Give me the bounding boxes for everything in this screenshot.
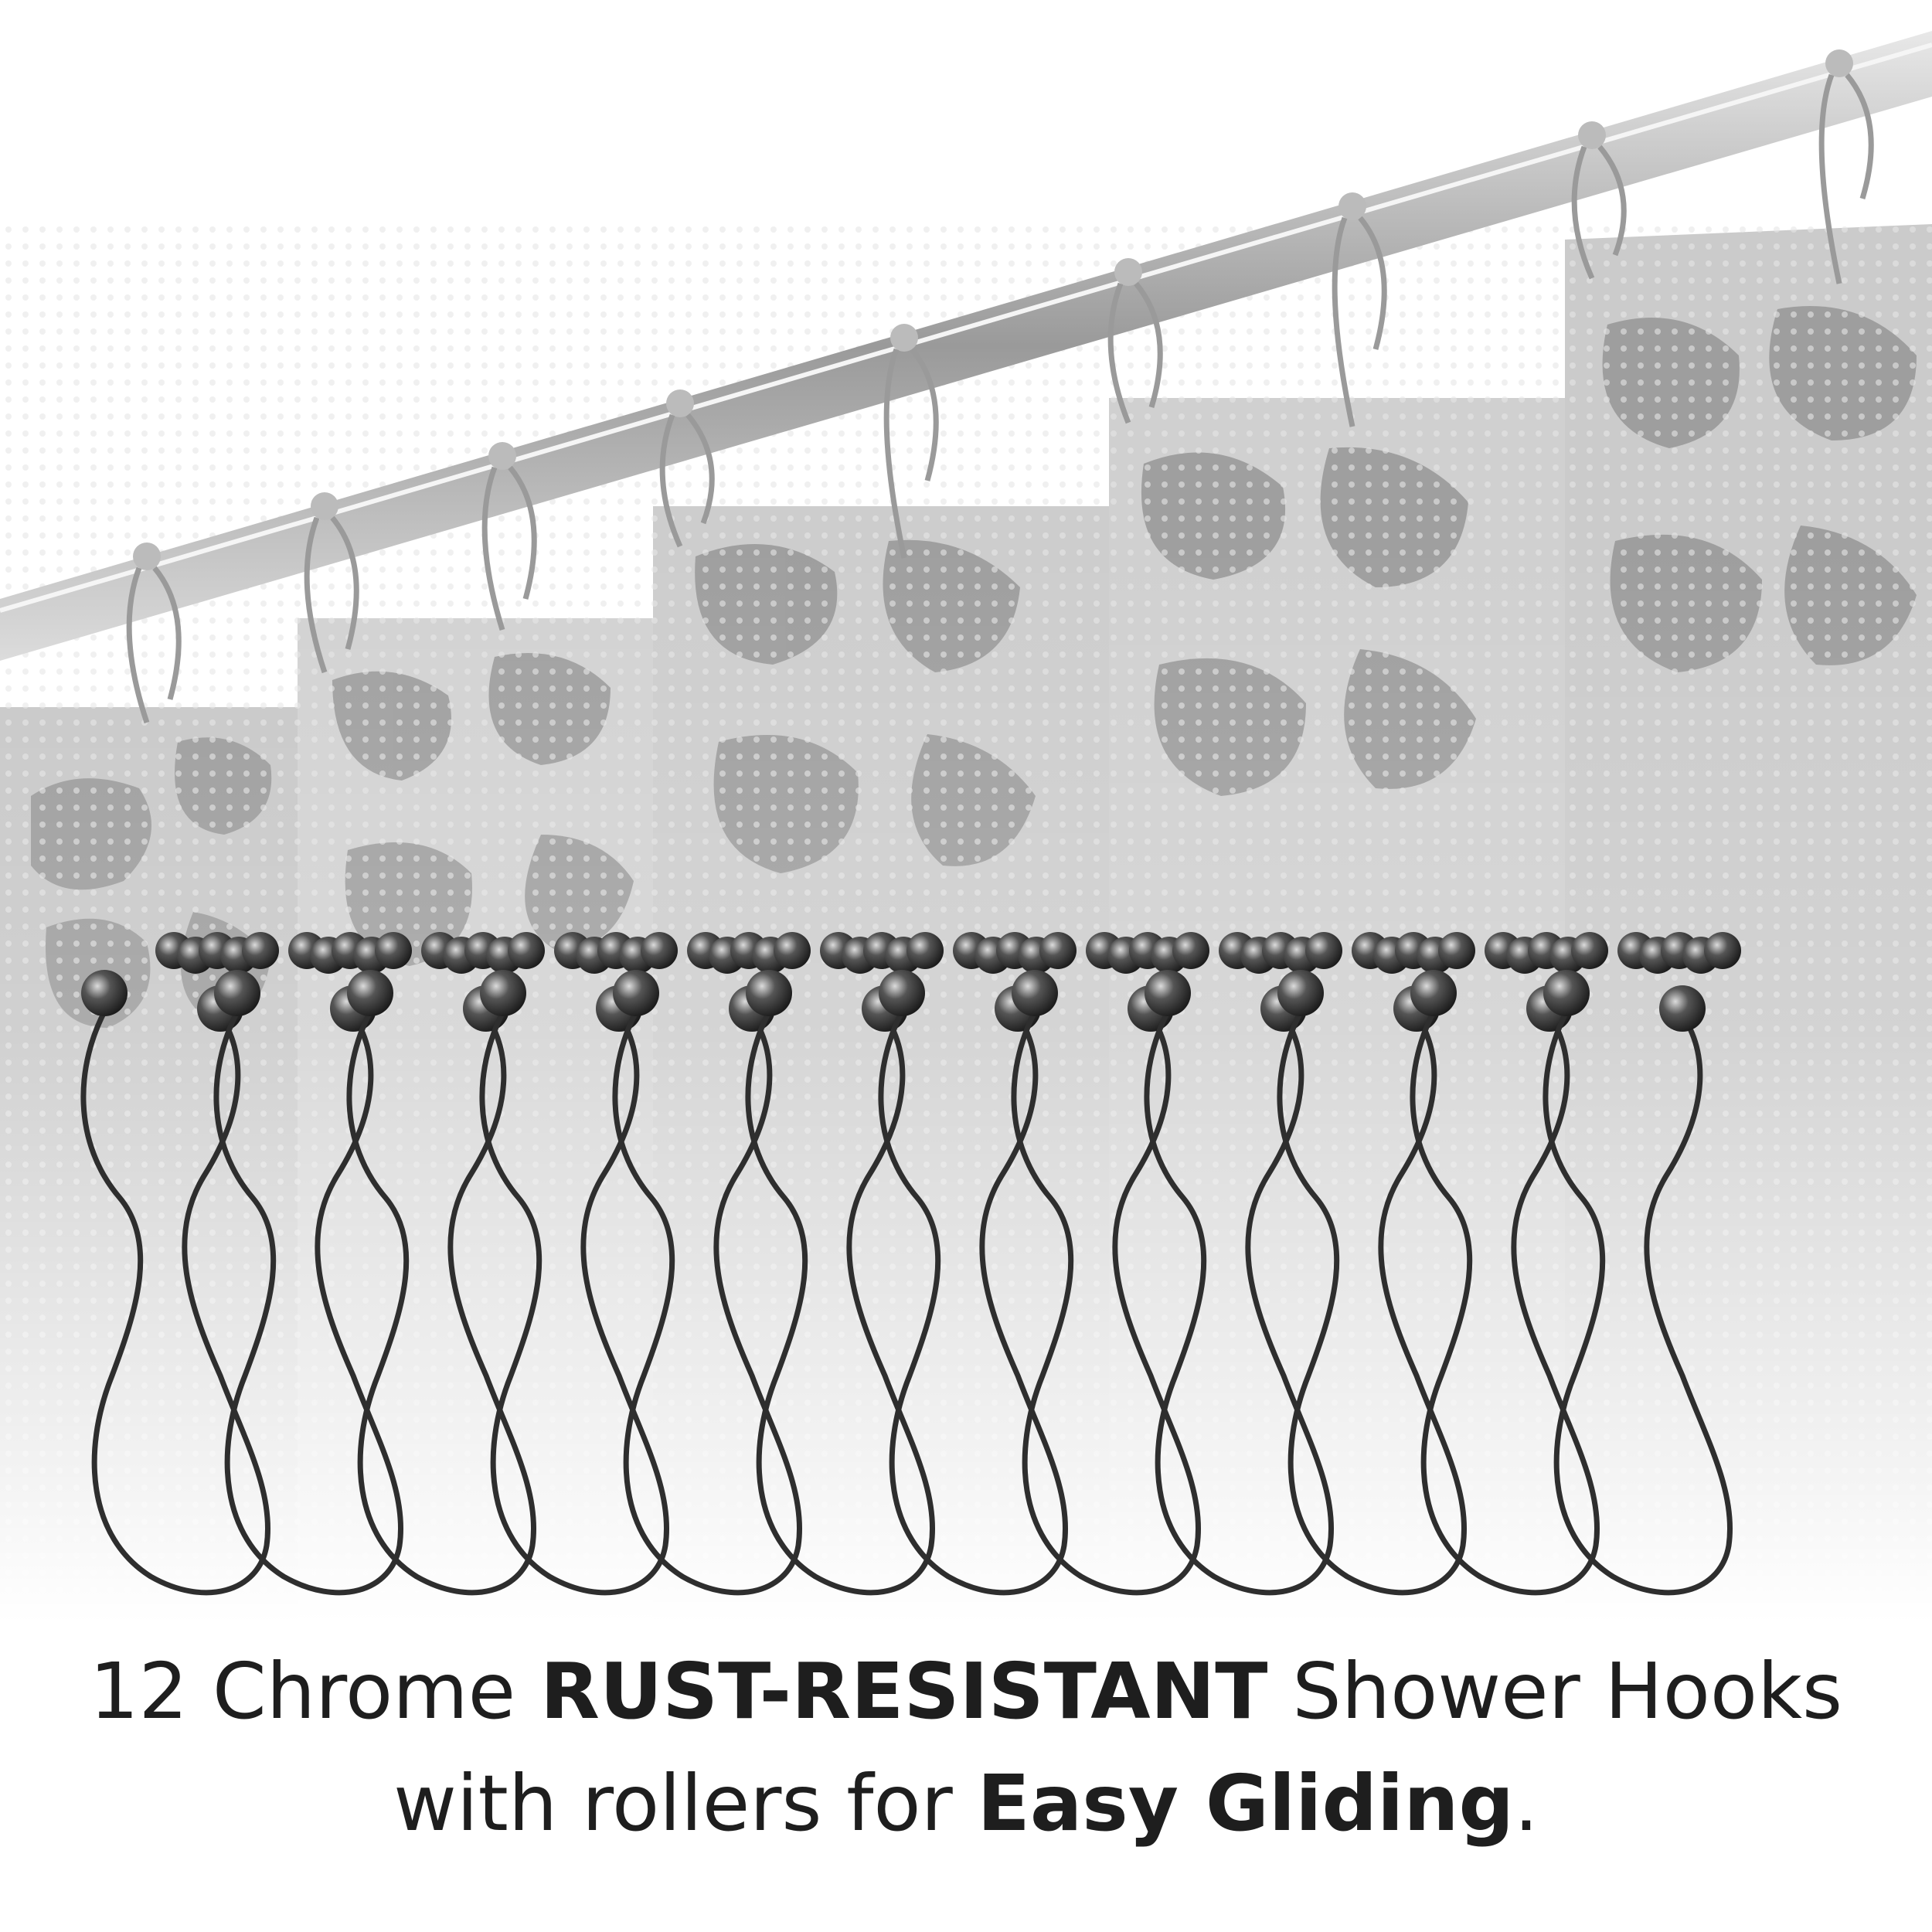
chrome-hook-set: [80, 932, 1741, 1596]
rod-hook: [1818, 49, 1874, 284]
chrome-hook: [1543, 932, 1741, 1596]
caption-text: with rollers for: [393, 1758, 978, 1849]
caption-bold-text: RUST-RESISTANT: [539, 1646, 1268, 1736]
hook-wire: [1277, 1002, 1468, 1596]
rod-hook: [1571, 121, 1627, 280]
rod-hooks: [126, 49, 1874, 724]
hook-wire: [1543, 1002, 1733, 1596]
hook-wire: [479, 1002, 670, 1596]
fade-overlay: [0, 541, 1932, 1623]
hook-wire: [80, 1002, 271, 1596]
rod-hook: [883, 324, 939, 559]
caption-bold-text: Easy Gliding: [977, 1758, 1515, 1849]
rod-hook: [1332, 192, 1387, 427]
roller-ball: [1571, 932, 1608, 969]
roller-ball: [1659, 985, 1706, 1032]
roller-ball: [746, 970, 792, 1016]
hook-wire: [612, 1002, 803, 1596]
caption-line-2: with rollers for Easy Gliding.: [0, 1758, 1932, 1849]
roller-ball: [1305, 932, 1342, 969]
hook-wire: [1011, 1002, 1202, 1596]
roller-ball: [480, 970, 526, 1016]
hook-wire: [745, 1002, 936, 1596]
roller-ball: [1543, 970, 1590, 1016]
roller-ball: [1410, 970, 1457, 1016]
caption-line-1: 12 Chrome RUST-RESISTANT Shower Hooks: [0, 1646, 1932, 1736]
rod-hook: [1107, 258, 1163, 424]
hook-wire: [213, 1002, 404, 1596]
roller-ball: [81, 970, 128, 1016]
roller-ball: [774, 932, 811, 969]
roller-ball: [242, 932, 279, 969]
caption-text: .: [1514, 1758, 1539, 1849]
rod-hook: [126, 543, 182, 724]
roller-ball: [1704, 932, 1741, 969]
roller-ball: [1438, 932, 1475, 969]
roller-ball: [375, 932, 412, 969]
roller-ball: [906, 932, 944, 969]
roller-ball: [1145, 970, 1191, 1016]
roller-ball: [613, 970, 659, 1016]
rod-hook: [304, 492, 359, 674]
roller-ball: [1012, 970, 1058, 1016]
rod-hook: [659, 389, 715, 548]
hook-wire: [878, 1002, 1069, 1596]
roller-ball: [1277, 970, 1324, 1016]
chrome-hook: [1144, 932, 1342, 1596]
roller-ball: [1039, 932, 1077, 969]
chrome-hook: [346, 932, 545, 1596]
roller-ball: [1172, 932, 1209, 969]
roller-ball: [214, 970, 260, 1016]
hook-wire: [1410, 1002, 1600, 1596]
roller-ball: [879, 970, 925, 1016]
rod-hook: [481, 442, 537, 631]
roller-ball: [347, 970, 393, 1016]
chrome-hook: [745, 932, 944, 1596]
chrome-hook: [213, 932, 412, 1596]
hook-wire: [1144, 1002, 1335, 1596]
caption-text: 12 Chrome: [89, 1646, 540, 1736]
hook-wire: [346, 1002, 537, 1596]
roller-ball: [508, 932, 545, 969]
caption-text: Shower Hooks: [1267, 1646, 1843, 1736]
roller-ball: [641, 932, 678, 969]
